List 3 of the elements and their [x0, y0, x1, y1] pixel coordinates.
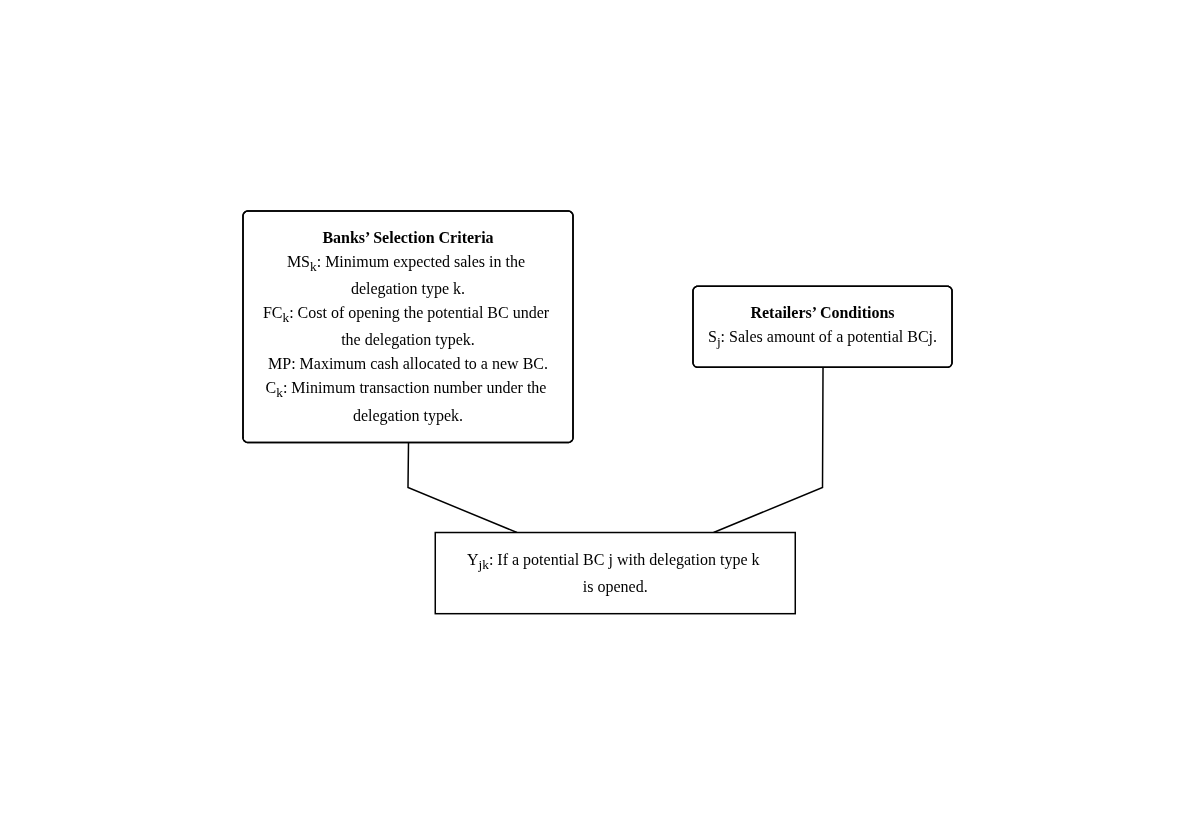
- connector: [712, 367, 824, 534]
- node-box: Y$_{jk}$: If a potential BC j with delegation type k is opened.: [434, 531, 796, 615]
- connector: [407, 442, 518, 534]
